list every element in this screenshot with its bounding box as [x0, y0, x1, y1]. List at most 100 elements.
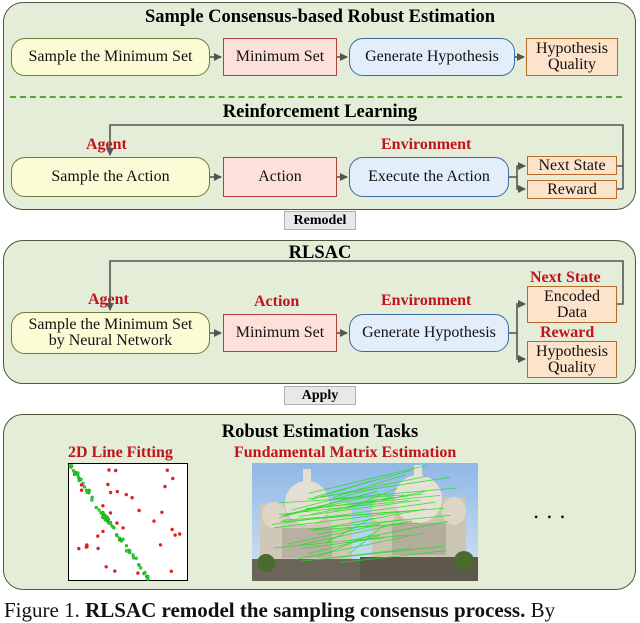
inlier-point [85, 490, 89, 495]
fundamental-matrix-image [252, 463, 478, 581]
fundamental-matrix-label: Fundamental Matrix Estimation [234, 444, 457, 461]
rlsac-agent-label: Agent [88, 291, 129, 308]
remodel-ribbon: Remodel [284, 211, 356, 230]
outlier-point [115, 521, 119, 525]
correspondence-line [305, 495, 441, 510]
line-fitting-plot-frame [68, 463, 188, 581]
outlier-point [104, 565, 108, 569]
correspondence-line [302, 537, 386, 549]
encoded-data-line2: Data [556, 303, 588, 321]
sample-action-text: Sample the Action [51, 168, 170, 185]
outlier-point [101, 529, 105, 534]
reward-box: Reward [527, 180, 617, 199]
outlier-point [178, 532, 182, 536]
correspondence-line [333, 487, 457, 500]
outlier-point [101, 504, 105, 508]
generate-hypothesis-text: Generate Hypothesis [365, 48, 499, 65]
next-state-box: Next State [527, 156, 617, 175]
execute-action-box: Execute the Action [349, 157, 509, 197]
outlier-point [79, 483, 84, 487]
line-fitting-plot [68, 463, 188, 581]
sample-minimum-set-text: Sample the Minimum Set [28, 48, 193, 65]
outlier-point [152, 519, 156, 523]
outlier-point [137, 508, 141, 513]
outlier-point [107, 468, 111, 472]
remodel-text: Remodel [293, 212, 347, 228]
inlier-point [134, 556, 138, 561]
correspondence-line [271, 501, 436, 525]
next-state-text: Next State [538, 156, 606, 174]
correspondence-line [295, 532, 424, 560]
inlier-point [76, 475, 81, 479]
correspondence-line [283, 493, 381, 517]
correspondence-line [317, 519, 402, 535]
inlier-point [124, 544, 129, 548]
outlier-points [77, 468, 182, 575]
inlier-point [82, 485, 87, 489]
outlier-point [106, 482, 110, 487]
section4-title: Robust Estimation Tasks [221, 422, 419, 442]
inlier-point [94, 505, 98, 510]
correspondence-line [332, 474, 406, 499]
outlier-point [165, 468, 169, 472]
outlier-point [158, 543, 163, 547]
inlier-point [71, 469, 76, 473]
inlier-point [137, 563, 141, 568]
inlier-point [119, 539, 124, 543]
line-fitting-label: 2D Line Fitting [68, 444, 173, 461]
correspondence-line [298, 499, 421, 517]
outlier-point [169, 569, 173, 573]
hypothesis-quality-line2: Quality [548, 56, 596, 73]
apply-text: Apply [301, 387, 339, 403]
rlsac-quality-line1: Hypothesis [536, 342, 608, 360]
outlier-point [96, 546, 100, 551]
rlsac-sample-line1: Sample the Minimum Set [28, 316, 193, 333]
correspondence-line [311, 480, 371, 500]
correspondence-line [299, 545, 444, 562]
rlsac-generate-text: Generate Hypothesis [362, 324, 496, 341]
section-divider [10, 96, 622, 98]
correspondence-line [339, 550, 447, 563]
execute-action-text: Execute the Action [368, 168, 490, 185]
rlsac-quality-box: Hypothesis Quality [527, 341, 617, 378]
caption-bold: RLSAC remodel the sampling consensus pro… [85, 598, 526, 622]
inlier-point [90, 495, 94, 499]
outlier-point [108, 490, 113, 495]
inlier-point [97, 508, 101, 512]
correspondence-line [291, 488, 375, 511]
minimum-set-box: Minimum Set [223, 38, 337, 76]
outlier-point [130, 496, 134, 500]
caption-suffix: By [530, 598, 556, 622]
sample-minimum-set-box: Sample the Minimum Set [11, 38, 210, 76]
outlier-point [108, 511, 113, 515]
outlier-point [170, 527, 174, 532]
outlier-point [136, 571, 140, 575]
encoded-data-line1: Encoded [544, 287, 600, 305]
outlier-point [114, 468, 118, 473]
right-photo [360, 463, 478, 581]
encoded-data-box: Encoded Data [527, 286, 617, 323]
left-photo [252, 463, 360, 581]
hypothesis-quality-line1: Hypothesis [536, 40, 608, 57]
inlier-point [128, 548, 132, 553]
correspondence-line [321, 475, 427, 498]
outlier-point [96, 534, 100, 538]
inlier-point [76, 471, 80, 475]
caption-prefix: Figure 1. [4, 598, 80, 622]
correspondence-line [332, 548, 411, 559]
inlier-point [100, 511, 105, 515]
reward-text: Reward [547, 180, 597, 198]
correspondence-line [300, 520, 412, 546]
more-tasks-ellipsis: • • • [534, 510, 568, 524]
figure-caption: Figure 1. RLSAC remodel the sampling con… [4, 598, 555, 623]
apply-ribbon: Apply [284, 386, 356, 405]
outlier-point [85, 543, 89, 547]
inlier-point [112, 526, 116, 530]
rlsac-environment-label: Environment [381, 292, 472, 309]
inlier-point [131, 556, 136, 560]
correspondence-line [311, 522, 418, 531]
correspondence-line [344, 520, 449, 542]
inlier-point [108, 521, 113, 525]
correspondence-line [274, 510, 410, 529]
sample-action-box: Sample the Action [11, 157, 210, 197]
